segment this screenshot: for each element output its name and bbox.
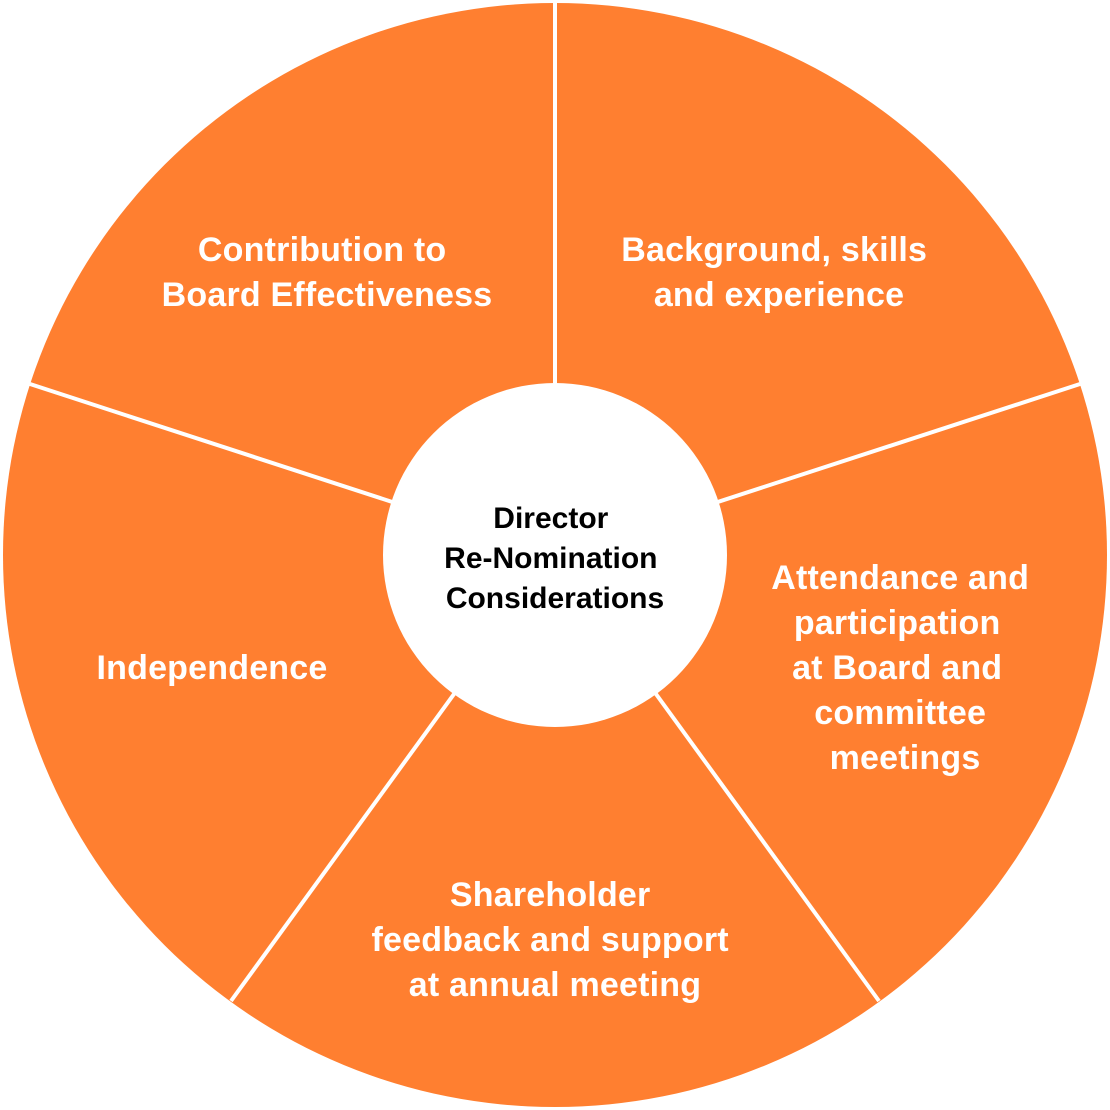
segment-label-line: at Board and	[792, 649, 1002, 687]
segment-label-line: meetings	[830, 739, 981, 777]
segment-label-contribution: Contribution to Board Effectiveness	[162, 231, 493, 314]
center-title-line: Re-Nomination	[444, 542, 657, 575]
segment-label-line: committee	[814, 694, 986, 732]
segment-label-line: Shareholder	[450, 876, 651, 914]
segment-label-line: feedback and support	[372, 921, 729, 959]
segment-label-line: participation	[794, 604, 1001, 642]
segment-label-line: Board Effectiveness	[162, 276, 493, 314]
segment-label-attendance: Attendance and participation at Board an…	[771, 559, 1039, 777]
segment-label-line: Attendance and	[771, 559, 1029, 597]
segment-label-line: Contribution to	[198, 231, 446, 269]
center-title: Director Re-Nomination Considerations	[444, 502, 666, 615]
segment-dividers	[29, 0, 1081, 1003]
segment-label-shareholder: Shareholder feedback and support at annu…	[372, 876, 739, 1004]
segment-label-line: Background, skills	[621, 231, 927, 269]
center-circle	[383, 383, 727, 727]
segment-label-background: Background, skills and experience	[621, 231, 937, 314]
segment-label-line: Independence	[96, 649, 327, 687]
center-title-line: Considerations	[446, 582, 664, 615]
segment-label-line: at annual meeting	[409, 966, 701, 1004]
center-title-line: Director	[493, 502, 608, 535]
segment-label-independence: Independence	[96, 649, 327, 687]
segment-label-line: and experience	[654, 276, 904, 314]
